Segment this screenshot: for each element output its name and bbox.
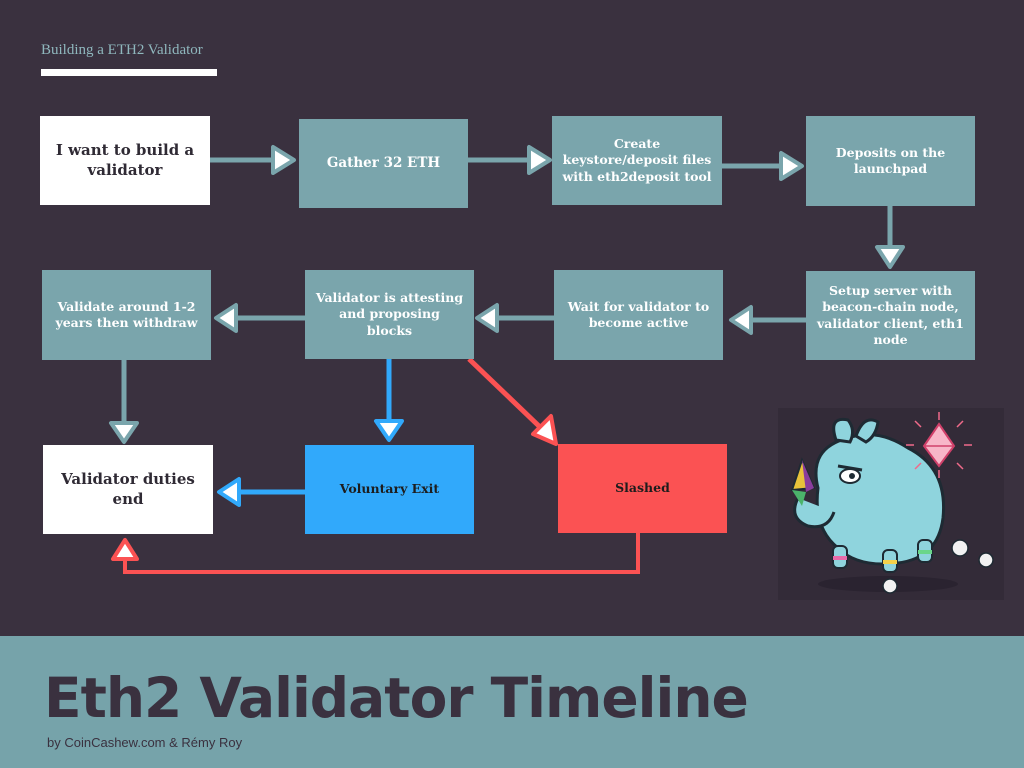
rhino-mascot-icon: [778, 408, 1004, 600]
node-voluntary-exit: Voluntary Exit: [305, 445, 474, 534]
arrow-attesting-to-slashed: [467, 357, 558, 446]
node-build-validator: I want to build a validator: [40, 116, 210, 205]
byline: by CoinCashew.com & Rémy Roy: [47, 735, 243, 750]
node-gather-eth: Gather 32 ETH: [299, 119, 468, 208]
arrow-slashed-to-end: [111, 533, 640, 574]
node-slashed: Slashed: [558, 444, 727, 533]
footer-band: [0, 636, 1024, 768]
header-label: Building a ETH2 Validator: [41, 42, 203, 58]
node-create-files: Create keystore/deposit files with eth2d…: [552, 116, 722, 205]
node-attesting-proposing: Validator is attesting and proposing blo…: [305, 270, 474, 359]
ethereum-diamond-icon: [906, 412, 972, 478]
arrow-validate-to-end: [109, 360, 139, 444]
node-deposit-launchpad: Deposits on the launchpad: [806, 116, 975, 206]
arrow-build-to-gather: [210, 145, 296, 175]
node-validate-withdraw: Validate around 1-2 years then withdraw: [42, 270, 211, 360]
arrow-attesting-to-validate: [214, 303, 305, 333]
page-title: Eth2 Validator Timeline: [44, 666, 749, 730]
arrow-deposit-to-setup: [875, 206, 905, 269]
arrow-attesting-to-voluntary: [374, 359, 404, 442]
flow-connectors: [109, 145, 905, 574]
node-setup-server: Setup server with beacon-chain node, val…: [806, 271, 975, 360]
arrow-setup-to-wait: [729, 305, 806, 335]
header-underline: [41, 69, 217, 76]
node-wait-active: Wait for validator to become active: [554, 270, 723, 360]
arrow-wait-to-attesting: [475, 303, 554, 333]
arrow-voluntary-to-end: [217, 477, 305, 507]
arrow-create-to-deposit: [722, 151, 804, 181]
node-duties-end: Validator duties end: [43, 445, 213, 534]
arrow-gather-to-create: [468, 145, 552, 175]
